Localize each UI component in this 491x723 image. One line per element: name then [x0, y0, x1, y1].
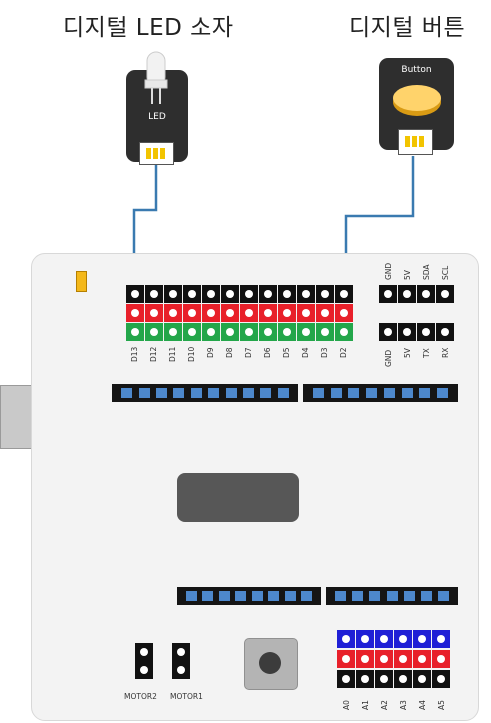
button-module-label: Button	[401, 65, 432, 75]
led-bulb-icon	[144, 51, 168, 104]
motor2-header	[135, 643, 153, 679]
pin-label: GND	[384, 262, 393, 280]
pin-label: SDA	[422, 264, 431, 280]
uart-header	[379, 323, 454, 341]
button-wire	[344, 156, 415, 288]
i2c-header	[379, 285, 454, 303]
digital-vcc-row	[126, 304, 353, 322]
pin-label: A4	[418, 700, 427, 710]
analog-power-row	[337, 630, 450, 648]
pin-label: D9	[206, 347, 215, 358]
pin-label: D12	[149, 346, 158, 362]
pin-label: D13	[130, 346, 139, 362]
pin-label: A0	[342, 700, 351, 710]
button-title: 디지털 버튼	[349, 15, 466, 41]
power-indicator	[76, 271, 87, 292]
led-module-label: LED	[148, 112, 166, 122]
button-connector	[398, 129, 433, 155]
pin-label: D7	[244, 347, 253, 358]
analog-vcc-row	[337, 650, 450, 668]
pin-label: SCL	[441, 265, 450, 280]
analog-signal-row	[337, 670, 450, 688]
pin-label: D8	[225, 347, 234, 358]
pin-label: A1	[361, 700, 370, 710]
digital-gnd-row	[126, 323, 353, 341]
mcu-chip	[177, 473, 299, 522]
pin-label: A3	[399, 700, 408, 710]
pin-label: D5	[282, 347, 291, 358]
pin-label: D10	[187, 346, 196, 362]
pin-label: RX	[441, 347, 450, 358]
lower-header-left	[177, 587, 321, 605]
upper-header-left	[112, 384, 298, 402]
motor2-label: MOTOR2	[124, 692, 157, 701]
usb-port	[0, 385, 34, 449]
pin-label: A2	[380, 700, 389, 710]
pin-label: A5	[437, 700, 446, 710]
upper-header-right	[303, 384, 458, 402]
pin-label: 5V	[403, 270, 412, 280]
lower-header-right	[326, 587, 458, 605]
pin-label: D2	[339, 347, 348, 358]
button-cap-icon	[393, 85, 441, 116]
pin-label: 5V	[403, 348, 412, 358]
motor1-header	[172, 643, 190, 679]
pin-label: TX	[422, 348, 431, 358]
pin-label: D3	[320, 347, 329, 358]
motor1-label: MOTOR1	[170, 692, 203, 701]
led-connector	[139, 142, 174, 165]
led-wire	[132, 164, 158, 288]
led-title: 디지털 LED 소자	[63, 15, 234, 41]
digital-signal-row	[126, 285, 353, 303]
pin-label: D4	[301, 347, 310, 358]
pin-label: GND	[384, 349, 393, 367]
pin-label: D11	[168, 346, 177, 362]
reset-button-knob[interactable]	[259, 652, 281, 674]
pin-label: D6	[263, 347, 272, 358]
